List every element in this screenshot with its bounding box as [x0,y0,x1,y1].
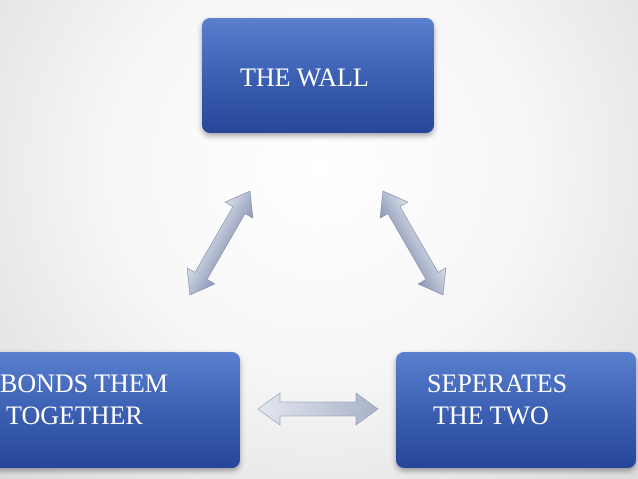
node-separates-label: SEPERATES THE TWO [427,369,568,430]
node-the-wall-label: THE WALL [240,63,369,92]
node-the-wall: THE WALL [202,18,434,133]
node-bonds-them-together: BONDS THEM TOGETHER [0,352,240,468]
node-separates-the-two: SEPERATES THE TWO [396,352,636,468]
node-bonds-label: BONDS THEM TOGETHER [0,369,168,430]
double-arrow-bonds-separates [257,392,379,426]
double-arrow-wall-bonds [186,190,254,296]
double-arrow-wall-separates [379,190,447,296]
